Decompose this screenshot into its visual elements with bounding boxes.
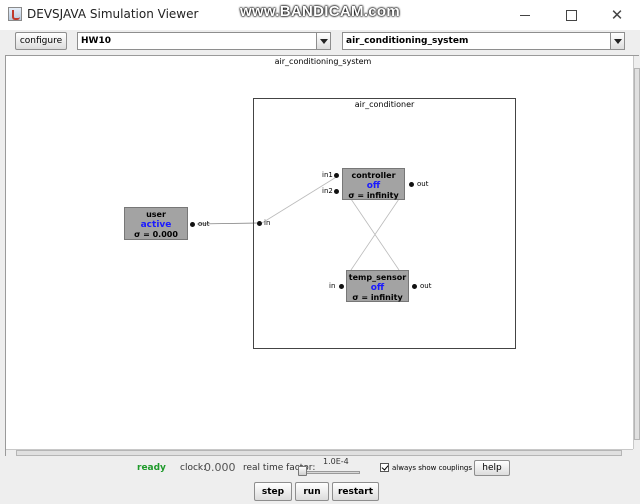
coupling-ac-in-to-controller-in1 (261, 175, 339, 224)
coupling-user-to-ac (196, 222, 260, 225)
model-name: user (146, 210, 166, 219)
real-time-factor-value: 1.0E-4 (323, 457, 349, 466)
model-canvas[interactable]: air_conditioning_system user active σ = … (5, 55, 640, 456)
port-dot[interactable] (334, 189, 339, 194)
vertical-scrollbar[interactable] (633, 56, 640, 449)
port-label: out (198, 220, 210, 228)
model-sigma: σ = 0.000 (134, 230, 178, 239)
atomic-model-user[interactable]: user active σ = 0.000 (124, 207, 188, 240)
outer-model-title: air_conditioning_system (274, 57, 372, 66)
title-bar: DEVSJAVA Simulation Viewer www.BANDICAM.… (0, 0, 640, 30)
window-title: DEVSJAVA Simulation Viewer (27, 7, 199, 21)
chevron-down-icon[interactable] (610, 33, 624, 49)
model-sigma: σ = infinity (348, 191, 399, 200)
coupling-sensor-to-controller (350, 198, 400, 271)
slider-handle[interactable] (298, 466, 307, 476)
real-time-factor-slider[interactable] (300, 471, 360, 474)
maximize-button[interactable] (548, 0, 594, 30)
real-time-factor-label: real time factor: (243, 463, 316, 473)
vertical-scroll-thumb[interactable] (634, 68, 640, 440)
port-dot[interactable] (334, 173, 339, 178)
model-phase: off (366, 181, 381, 191)
port-dot[interactable] (190, 222, 195, 227)
package-select-value: HW10 (81, 36, 111, 46)
coupled-model-title: air_conditioner (354, 100, 415, 109)
run-button[interactable]: run (295, 482, 329, 501)
atomic-model-controller[interactable]: controller off σ = infinity (342, 168, 405, 200)
java-app-icon (8, 7, 22, 21)
port-label: out (417, 180, 429, 188)
help-button[interactable]: help (474, 460, 510, 476)
coupled-model-air-conditioner[interactable]: air_conditioner (253, 98, 516, 349)
model-phase: active (140, 220, 172, 230)
clock-value: 0.000 (204, 461, 236, 474)
close-icon: ✕ (610, 6, 624, 24)
port-dot[interactable] (409, 182, 414, 187)
port-dot[interactable] (257, 221, 262, 226)
always-show-couplings-label: always show couplings (392, 464, 473, 472)
model-phase: off (370, 283, 385, 293)
horizontal-scroll-thumb[interactable] (16, 450, 622, 456)
model-select[interactable]: air_conditioning_system (342, 32, 625, 50)
always-show-couplings-checkbox[interactable] (380, 463, 389, 472)
minimize-button[interactable] (502, 0, 548, 30)
simulation-state: ready (137, 463, 166, 473)
configure-button[interactable]: configure (15, 32, 67, 50)
package-select[interactable]: HW10 (77, 32, 331, 50)
port-dot[interactable] (339, 284, 344, 289)
horizontal-scrollbar[interactable] (6, 449, 633, 456)
port-label: out (420, 282, 432, 290)
scroll-corner (633, 449, 640, 456)
clock-label: clock: (180, 463, 207, 473)
model-name: controller (351, 171, 396, 180)
coupling-lines (196, 175, 400, 271)
port-label: in2 (322, 187, 333, 195)
step-button[interactable]: step (254, 482, 292, 501)
port-dot[interactable] (412, 284, 417, 289)
port-label: in (329, 282, 336, 290)
chevron-down-icon[interactable] (316, 33, 330, 49)
port-label: in1 (322, 171, 333, 179)
atomic-model-temp-sensor[interactable]: temp_sensor off σ = infinity (346, 270, 409, 302)
port-label: in (264, 219, 271, 227)
model-select-value: air_conditioning_system (346, 36, 469, 46)
restart-button[interactable]: restart (332, 482, 379, 501)
model-sigma: σ = infinity (352, 293, 403, 302)
model-name: temp_sensor (348, 273, 407, 282)
close-button[interactable]: ✕ (594, 0, 640, 30)
top-toolbar: configure HW10 air_conditioning_system (0, 30, 640, 52)
status-bar: ready clock: 0.000 real time factor: 1.0… (0, 457, 640, 478)
recording-watermark: www.BANDICAM.com (239, 3, 401, 20)
